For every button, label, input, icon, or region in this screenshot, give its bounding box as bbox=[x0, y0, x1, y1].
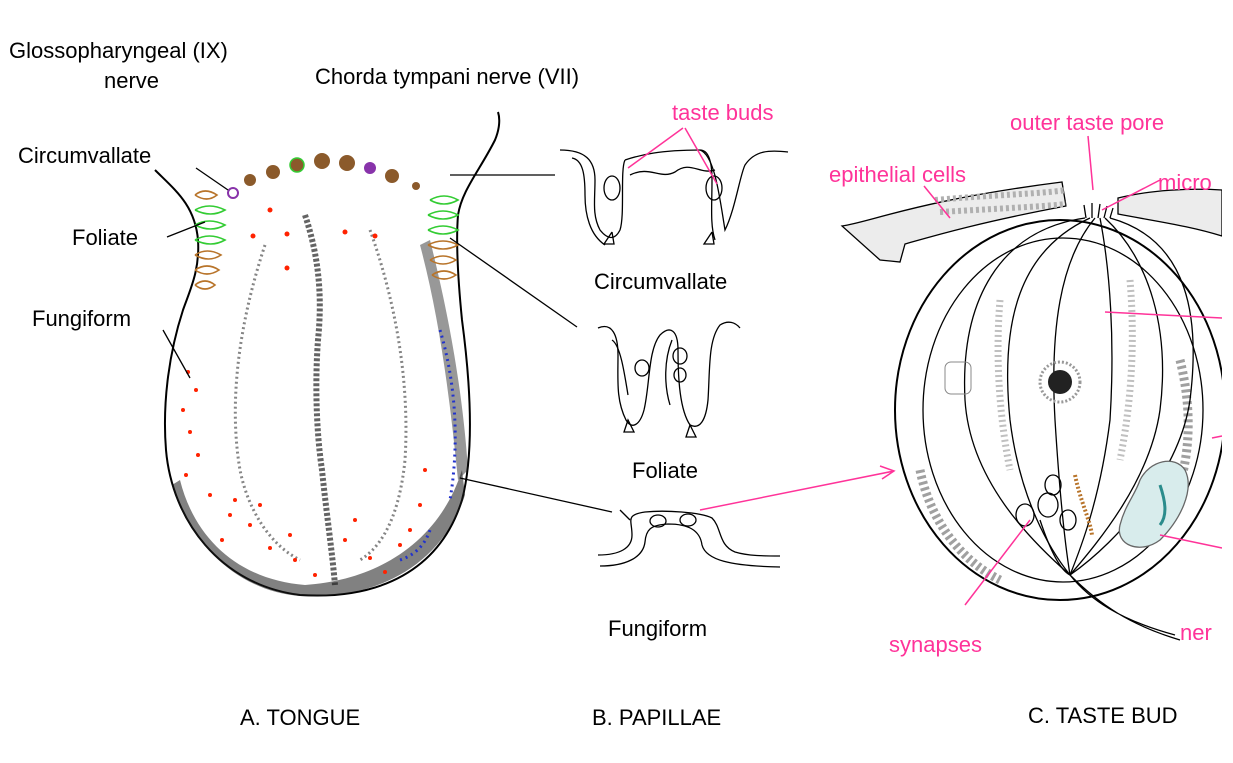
microvilli bbox=[1084, 203, 1113, 218]
circumvallate-label-a: Circumvallate bbox=[18, 143, 151, 168]
leader-taste-buds-2 bbox=[685, 128, 717, 184]
circumvallate-section bbox=[560, 150, 788, 245]
circumvallate-label-b: Circumvallate bbox=[594, 269, 727, 294]
caption-tongue: A. TONGUE bbox=[240, 705, 360, 730]
epithelium-band-right bbox=[1118, 189, 1222, 236]
fungiform-label-a: Fungiform bbox=[32, 306, 131, 331]
fungiform-section bbox=[598, 510, 780, 567]
leader-circumvallate-a bbox=[196, 168, 228, 190]
tongue-midline bbox=[305, 215, 335, 585]
foliate-label-b: Foliate bbox=[632, 458, 698, 483]
leader-right-1 bbox=[1105, 312, 1222, 318]
caption-taste-bud: C. TASTE BUD bbox=[1028, 703, 1178, 728]
circumvallate-papillae-row bbox=[228, 153, 420, 198]
leader-outer-pore bbox=[1088, 136, 1093, 190]
tongue-inner-curve-left bbox=[235, 245, 300, 560]
micro-label: micro bbox=[1158, 170, 1212, 195]
leader-foliate-a bbox=[167, 222, 205, 237]
leader-taste-buds-1 bbox=[628, 128, 683, 168]
connector-foliate bbox=[450, 238, 577, 327]
chorda-tympani-label: Chorda tympani nerve (VII) bbox=[315, 64, 579, 89]
panel-tongue: Glossopharyngeal (IX) nerve Chorda tympa… bbox=[9, 38, 579, 730]
foliate-papillae-left bbox=[195, 191, 225, 289]
taste-dots bbox=[181, 208, 427, 578]
arrow-to-taste-bud bbox=[700, 471, 894, 510]
tongue-shading-bottom bbox=[172, 470, 465, 596]
panel-papillae: taste buds Circumvallate Foliate Fungifo… bbox=[560, 100, 894, 730]
epithelial-cells-label: epithelial cells bbox=[829, 162, 966, 187]
cell-organelle bbox=[945, 362, 971, 394]
connector-fungiform bbox=[460, 478, 612, 512]
right-crop bbox=[1222, 0, 1233, 758]
basal-cell bbox=[1119, 461, 1188, 547]
outer-taste-pore-label: outer taste pore bbox=[1010, 110, 1164, 135]
synapses-label: synapses bbox=[889, 632, 982, 657]
foliate-label-a: Foliate bbox=[72, 225, 138, 250]
nerve-ix-label-line1: Glossopharyngeal (IX) bbox=[9, 38, 228, 63]
panel-taste-bud: outer taste pore epithelial cells micro … bbox=[829, 110, 1225, 728]
nerve-ix-label-line2: nerve bbox=[104, 68, 159, 93]
leader-right-2 bbox=[1212, 436, 1222, 438]
cell-nucleus bbox=[1048, 370, 1072, 394]
caption-papillae: B. PAPILLAE bbox=[592, 705, 721, 730]
taste-bud-outer bbox=[895, 220, 1225, 600]
nerve-label: ner bbox=[1180, 620, 1212, 645]
tongue-inner-curve-right bbox=[360, 230, 406, 560]
brown-accent bbox=[1075, 475, 1092, 535]
blank-box bbox=[205, 96, 413, 152]
foliate-section bbox=[598, 322, 740, 437]
synapse-loops bbox=[1016, 475, 1076, 530]
taste-buds-label: taste buds bbox=[672, 100, 774, 125]
leader-right-3 bbox=[1160, 535, 1222, 548]
bud-shading-left bbox=[920, 470, 1000, 580]
taste-bud-glyphs bbox=[604, 176, 722, 200]
tongue-shading-right bbox=[420, 240, 468, 480]
leader-fungiform-a bbox=[163, 330, 190, 378]
fungiform-label-b: Fungiform bbox=[608, 616, 707, 641]
